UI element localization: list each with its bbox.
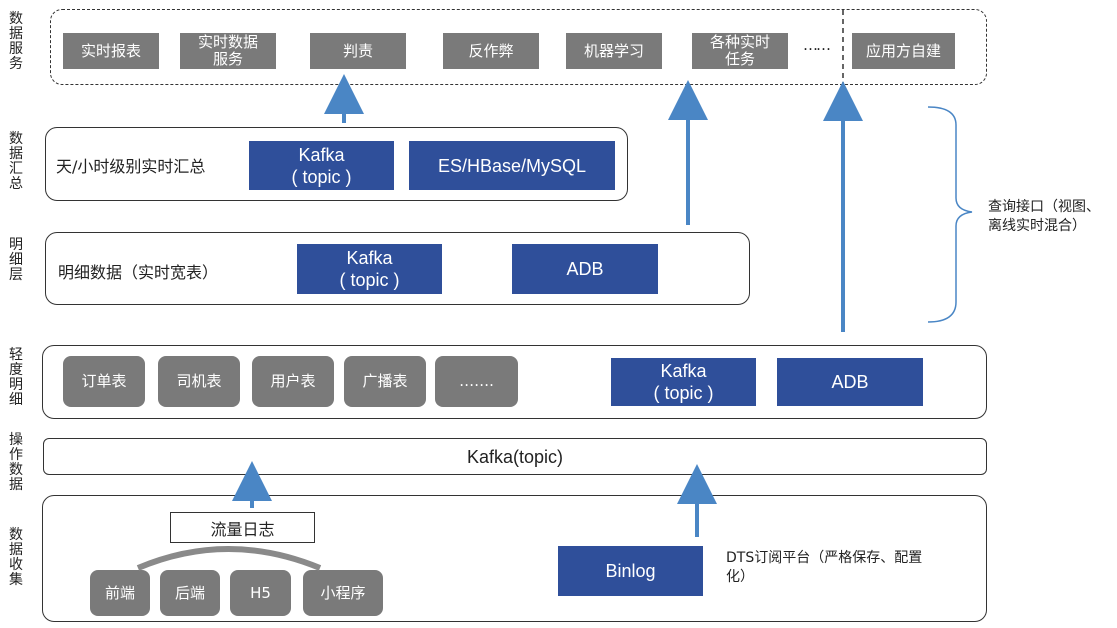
service-item: 判责 bbox=[310, 33, 406, 69]
traffic-log-box: 流量日志 bbox=[170, 512, 315, 543]
light-table: ……. bbox=[435, 356, 518, 407]
detail-text: 明细数据（实时宽表） bbox=[58, 263, 219, 282]
collect-source: 后端 bbox=[160, 570, 220, 616]
collect-source: 前端 bbox=[90, 570, 150, 616]
light-table: 订单表 bbox=[63, 356, 145, 407]
ops-panel bbox=[43, 438, 987, 475]
service-item: 各种实时 任务 bbox=[692, 33, 788, 69]
summary-store-box: ES/HBase/MySQL bbox=[409, 141, 615, 190]
layer-label-detail: 明细层 bbox=[9, 237, 23, 283]
light-kafka-box: Kafka ( topic ) bbox=[611, 358, 756, 406]
binlog-box: Binlog bbox=[558, 546, 703, 596]
service-item: 机器学习 bbox=[566, 33, 662, 69]
light-table: 广播表 bbox=[344, 356, 426, 407]
layer-label-collect: 数据收集 bbox=[9, 527, 23, 588]
traffic-log-arc bbox=[136, 546, 322, 571]
service-self-build: 应用方自建 bbox=[852, 33, 955, 69]
service-item: 反作弊 bbox=[443, 33, 539, 69]
layer-label-ops: 操作数据 bbox=[9, 432, 23, 493]
summary-kafka-box: Kafka ( topic ) bbox=[249, 141, 394, 190]
collect-source: 小程序 bbox=[303, 570, 383, 616]
dts-note: DTS订阅平台（严格保存、配置化） bbox=[726, 550, 923, 585]
layer-label-summary: 数据汇总 bbox=[9, 131, 23, 192]
light-adb-box: ADB bbox=[777, 358, 923, 406]
detail-kafka-box: Kafka ( topic ) bbox=[297, 244, 442, 294]
summary-text: 天/小时级别实时汇总 bbox=[56, 157, 206, 176]
service-item: 实时数据 服务 bbox=[180, 33, 276, 69]
light-table: 司机表 bbox=[158, 356, 240, 407]
detail-adb-box: ADB bbox=[512, 244, 658, 294]
layer-label-service: 数据服务 bbox=[9, 11, 23, 72]
service-ellipsis: …… bbox=[803, 36, 831, 54]
collect-source: H5 bbox=[230, 570, 291, 616]
light-table: 用户表 bbox=[252, 356, 334, 407]
ops-kafka-text: Kafka(topic) bbox=[466, 447, 564, 467]
query-brace bbox=[927, 106, 973, 323]
service-item: 实时报表 bbox=[63, 33, 159, 69]
query-interface-note: 查询接口（视图、离线实时混合） bbox=[988, 199, 1100, 234]
layer-label-light: 轻度明细 bbox=[9, 347, 23, 408]
